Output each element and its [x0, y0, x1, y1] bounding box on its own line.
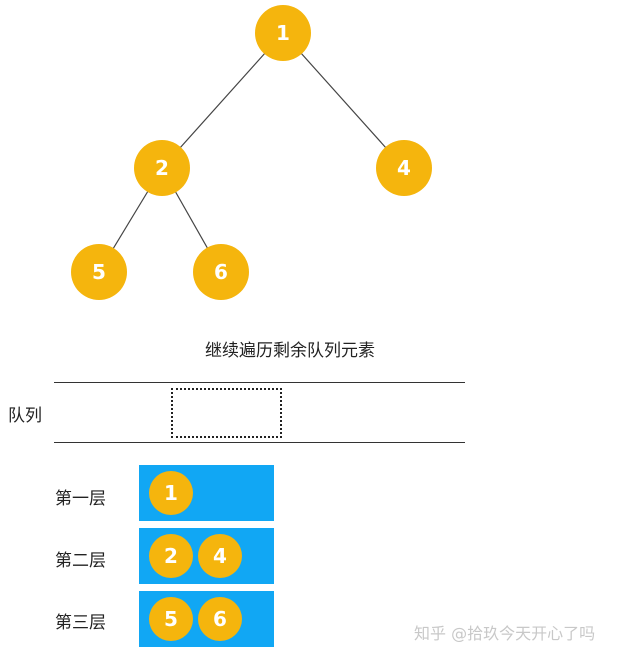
level-row-1: 1: [139, 465, 274, 521]
level-3-node: 5: [149, 597, 193, 641]
tree-node-label: 2: [155, 156, 169, 180]
level-label-3: 第三层: [55, 613, 106, 633]
tree-node-label: 1: [276, 21, 290, 45]
tree-node-circle: [376, 140, 432, 196]
tree-node-label: 6: [214, 260, 228, 284]
tree-node-label: 5: [92, 260, 106, 284]
queue-label: 队列: [8, 406, 42, 426]
tree-edge-n1-n4: [282, 32, 405, 169]
level-row-2: 2 4: [139, 528, 274, 584]
level-label-2: 第二层: [55, 551, 106, 571]
tree-node-1: 1: [255, 5, 311, 61]
queue-bottom-line: [54, 442, 465, 443]
tree-node-label: 4: [397, 156, 411, 180]
level-1-node: 1: [149, 471, 193, 515]
level-row-3: 5 6: [139, 591, 274, 647]
tree-node-circle: [71, 244, 127, 300]
tree-node-circle: [134, 140, 190, 196]
level-2-node: 4: [198, 534, 242, 578]
queue-top-line: [54, 382, 465, 383]
binary-tree: 1 2 4 5 6: [71, 5, 432, 300]
tree-node-circle: [193, 244, 249, 300]
tree-edge-n1-n2: [161, 32, 284, 169]
watermark: 知乎 @拾玖今天开心了吗: [414, 624, 596, 643]
tree-node-2: 2: [134, 140, 190, 196]
diagram-caption: 继续遍历剩余队列元素: [205, 341, 375, 361]
level-label-1: 第一层: [55, 489, 106, 509]
level-3-node: 6: [198, 597, 242, 641]
queue-empty-slot: [171, 388, 282, 438]
tree-node-5: 5: [71, 244, 127, 300]
tree-node-circle: [255, 5, 311, 61]
tree-node-6: 6: [193, 244, 249, 300]
tree-node-4: 4: [376, 140, 432, 196]
level-2-node: 2: [149, 534, 193, 578]
